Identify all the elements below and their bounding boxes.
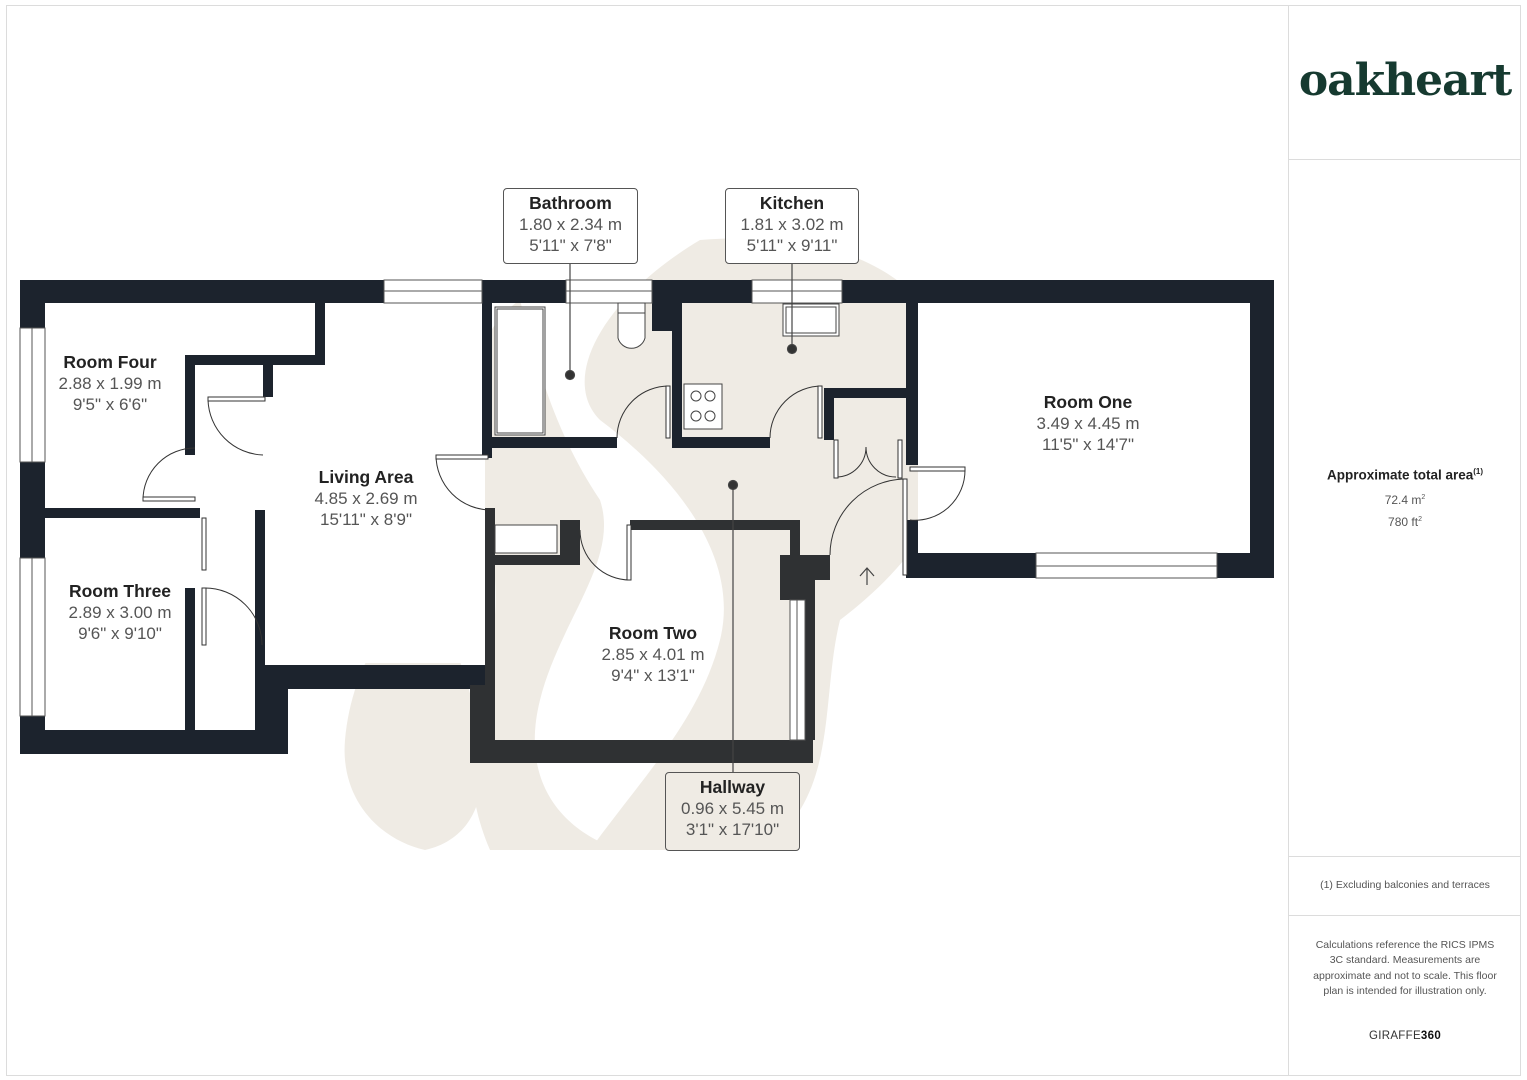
room-label-room-three: Room Three 2.89 x 3.00 m 9'6" x 9'10" [30,581,210,644]
footnote-section: (1) Excluding balconies and terraces [1289,857,1521,916]
area-ft2: 780 ft [1388,515,1419,529]
area-metric: 72.4 m2 [1289,493,1521,507]
room-imperial: 9'6" x 9'10" [78,624,162,643]
footnote-marker: (1) [1473,467,1484,476]
room-metric: 1.80 x 2.34 m [518,215,622,234]
room-label-room-one: Room One 3.49 x 4.45 m 11'5" x 14'7" [1008,392,1168,455]
area-section: Approximate total area(1) 72.4 m2 780 ft… [1289,160,1521,857]
room-name: Room Three [68,581,172,601]
room-label-room-two: Room Two 2.85 x 4.01 m 9'4" x 13'1" [573,623,733,686]
disclaimer-section: Calculations reference the RICS IPMS 3C … [1289,916,1521,1076]
hob-icon [683,383,723,430]
page-frame [6,5,1521,1076]
room-imperial: 5'11" x 7'8" [529,236,612,255]
room-name: Room Two [608,623,698,643]
superscript: 2 [1421,494,1426,501]
room-metric: 4.85 x 2.69 m [314,489,418,508]
brand-logo: oakheart [1298,55,1512,106]
area-imperial: 780 ft2 [1289,515,1521,529]
room-imperial: 9'5" x 6'6" [72,395,148,414]
room-name: Room One [1043,392,1133,412]
room-metric: 1.81 x 3.02 m [740,215,844,234]
room-name: Room Four [63,352,157,372]
room-metric: 2.85 x 4.01 m [601,645,705,664]
area-m2: 72.4 m [1384,493,1422,507]
room-name: Kitchen [759,193,825,213]
info-sidebar: oakheart Approximate total area(1) 72.4 … [1288,5,1521,1076]
room-metric: 3.49 x 4.45 m [1036,414,1140,433]
room-label-living-area: Living Area 4.85 x 2.69 m 15'11" x 8'9" [286,467,446,530]
room-metric: 0.96 x 5.45 m [680,799,784,818]
provider-brand: GIRAFFE360 [1289,1030,1521,1042]
windows [19,279,1218,741]
room-label-hallway: Hallway 0.96 x 5.45 m 3'1" x 17'10" [665,772,800,851]
disclaimer-text: Calculations reference the RICS IPMS 3C … [1313,939,1497,997]
floor-plan [19,238,1274,851]
footnote-text: (1) Excluding balconies and terraces [1320,879,1490,891]
room-imperial: 5'11" x 9'11" [746,236,838,255]
room-label-bathroom: Bathroom 1.80 x 2.34 m 5'11" x 7'8" [503,188,638,264]
logo-section: oakheart [1289,5,1521,160]
room-name: Bathroom [529,193,612,213]
room-label-kitchen: Kitchen 1.81 x 3.02 m 5'11" x 9'11" [725,188,859,264]
provider-suffix: 360 [1420,1030,1442,1042]
doors [142,385,966,646]
room-metric: 2.89 x 3.00 m [68,603,172,622]
walls [20,280,1274,754]
superscript: 2 [1418,516,1422,523]
room-imperial: 3'1" x 17'10" [685,820,780,839]
toilet-icon [617,302,646,349]
room-imperial: 9'4" x 13'1" [611,666,695,685]
provider-prefix: GIRAFFE [1368,1030,1421,1042]
room-imperial: 11'5" x 14'7" [1042,435,1134,454]
room-name: Living Area [318,467,414,487]
arrow-up-icon [859,567,875,585]
room-metric: 2.88 x 1.99 m [58,374,162,393]
room-name: Hallway [699,777,766,797]
area-title-text: Approximate total area [1326,467,1474,483]
fixtures [494,302,840,554]
room-imperial: 15'11" x 8'9" [320,510,412,529]
room-label-room-four: Room Four 2.88 x 1.99 m 9'5" x 6'6" [30,352,190,415]
area-title: Approximate total area(1) [1289,467,1521,483]
